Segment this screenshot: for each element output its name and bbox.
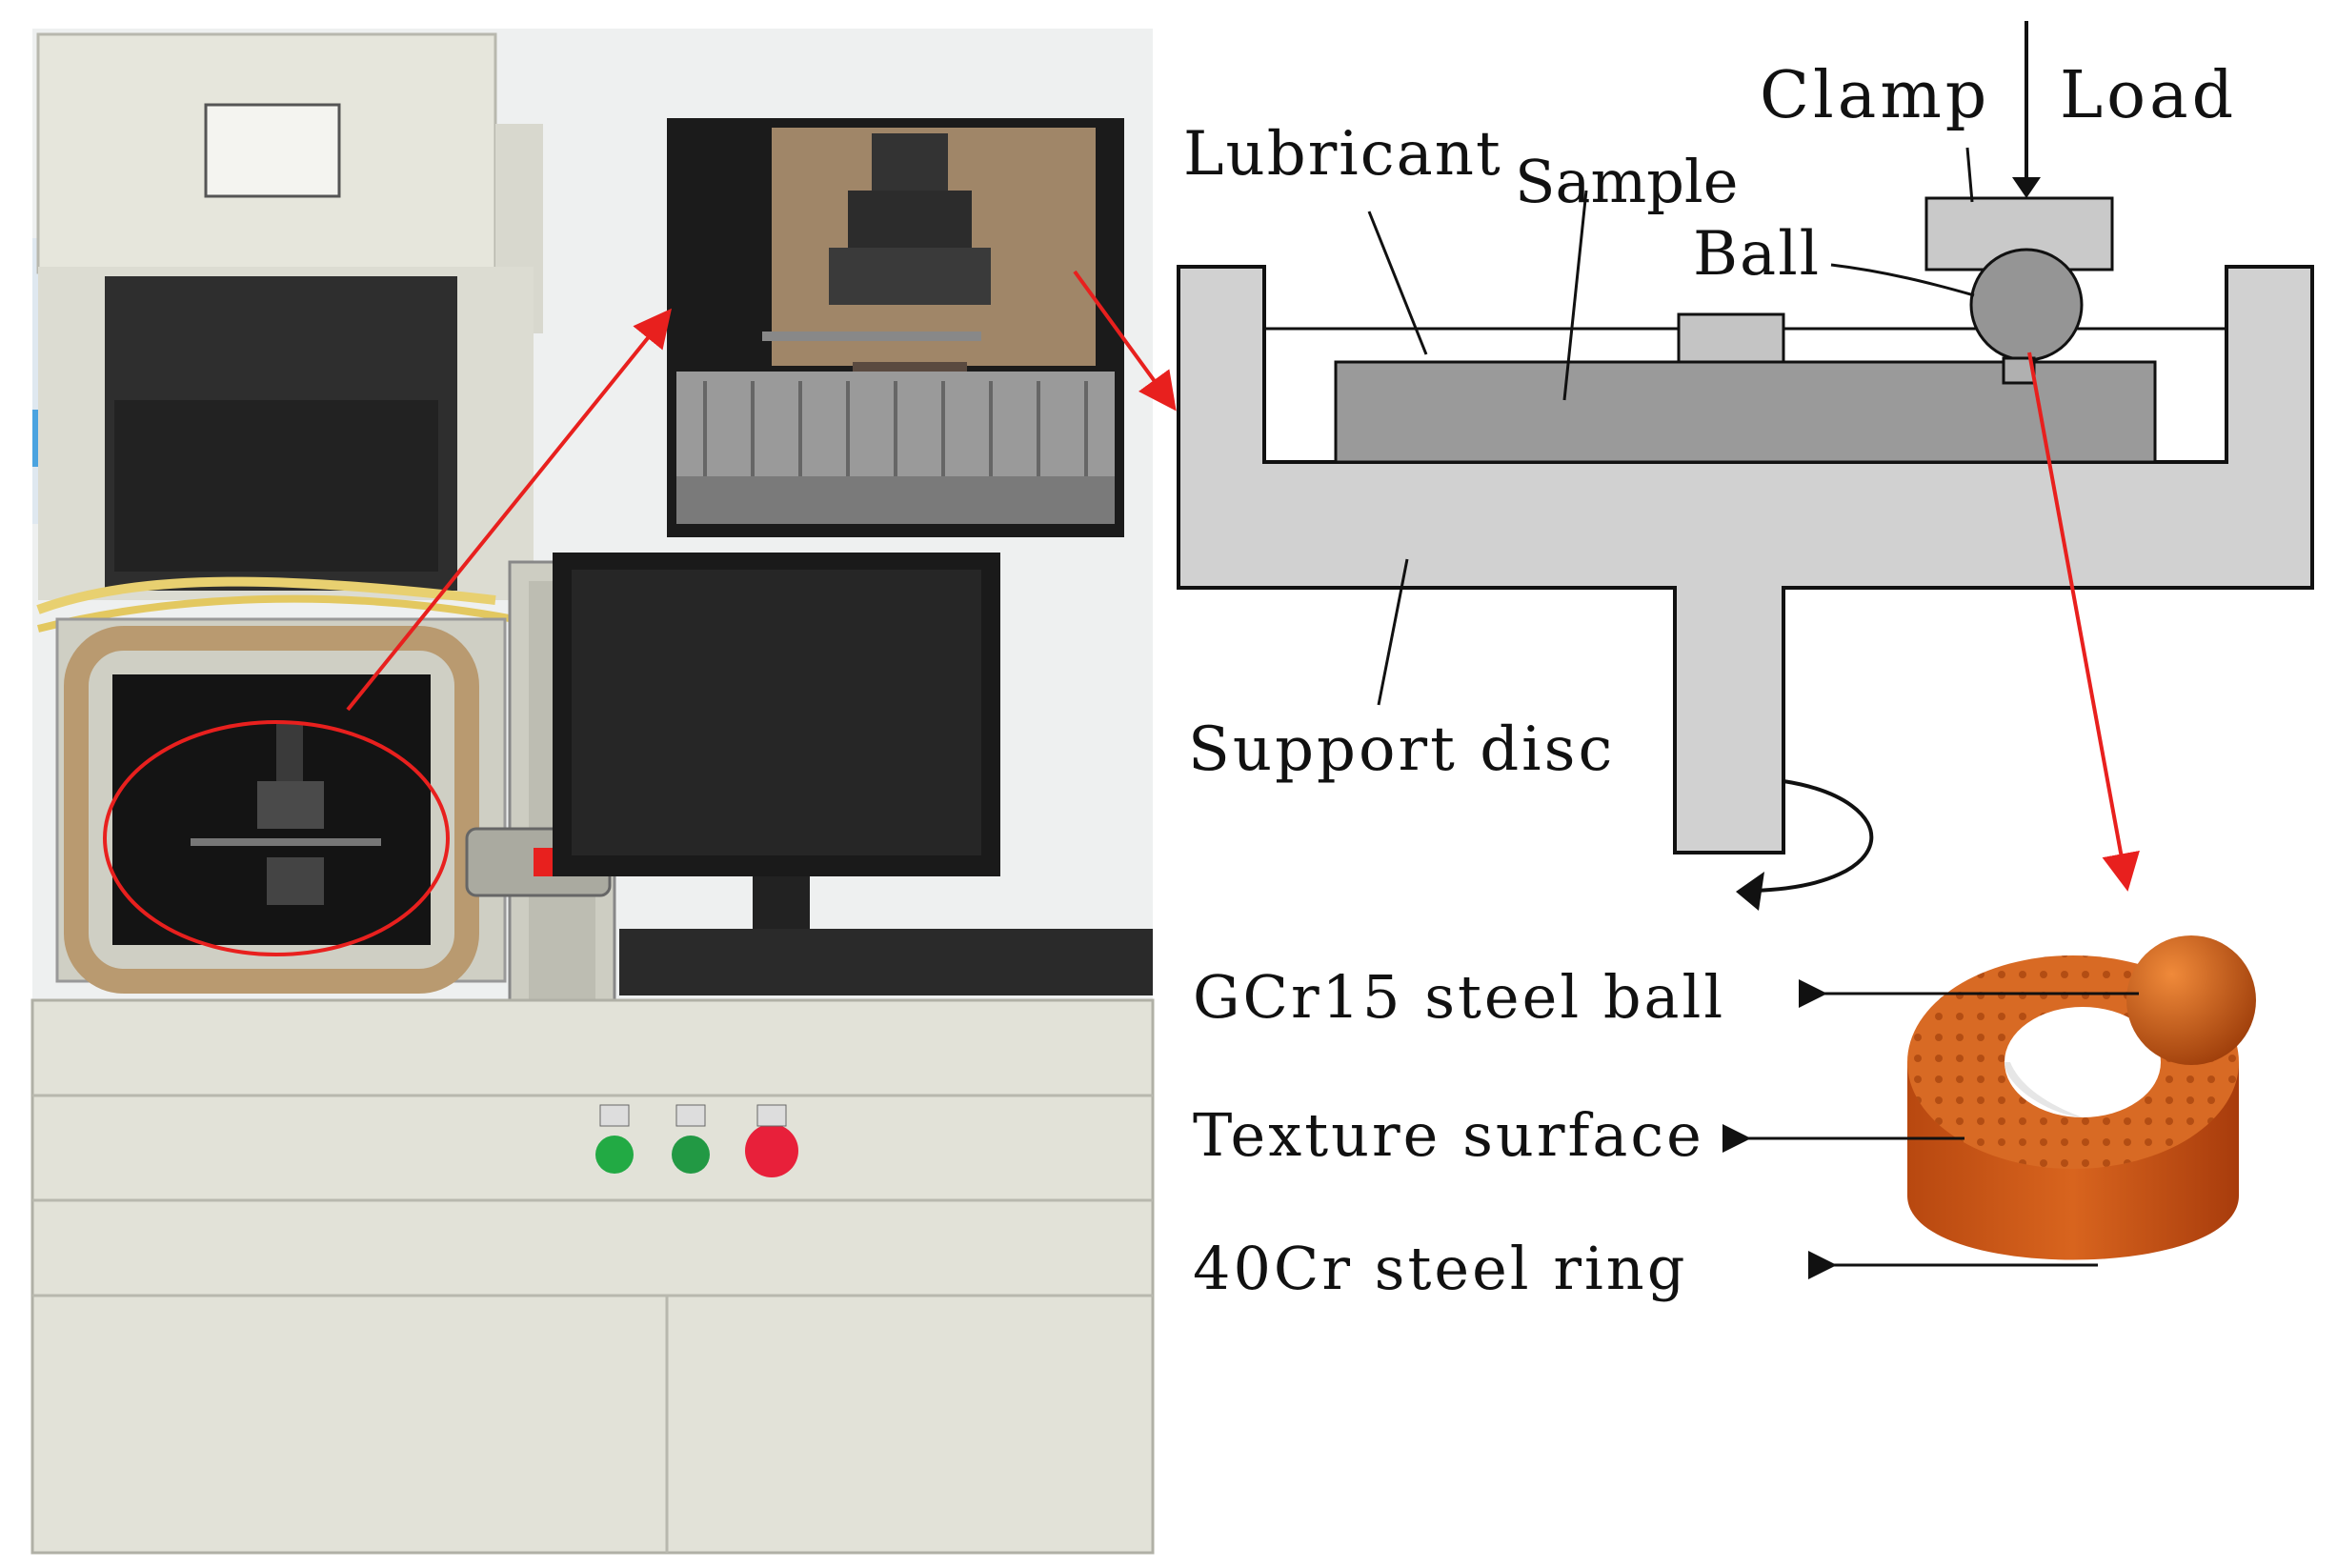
schematic-diagram — [1177, 21, 2314, 911]
rotation-arrow — [1752, 779, 1874, 893]
detail-arrow — [2027, 352, 2140, 892]
green-button-icon — [595, 1136, 634, 1174]
ball-shape — [1969, 248, 2084, 362]
chamber-closeup-photo — [667, 118, 1124, 537]
label-lubricant: Lubricant — [1183, 119, 1502, 190]
zoom-arrow-2 — [1073, 270, 1177, 412]
green-button-icon-2 — [672, 1136, 710, 1174]
textured-ring-render — [1879, 910, 2279, 1315]
rotation-arrow-head-icon — [1736, 872, 1764, 911]
steel-ball-render-icon — [2126, 935, 2256, 1065]
sample-block — [1677, 312, 1785, 364]
label-40cr-steel-ring: 40Cr steel ring — [1193, 1234, 1687, 1303]
label-clamp: Clamp — [1760, 58, 1990, 133]
emergency-stop-icon — [745, 1124, 798, 1177]
label-load: Load — [2060, 58, 2237, 133]
label-support-disc: Support disc — [1188, 714, 1615, 785]
zoom-arrow-1 — [346, 308, 673, 712]
label-texture-surface: Texture surface — [1193, 1100, 1704, 1170]
focus-circle — [103, 720, 450, 956]
label-gcr15-steel-ball: GCr15 steel ball — [1193, 962, 1725, 1032]
load-arrow-icon — [2012, 177, 2041, 198]
nameplate-icon — [204, 103, 341, 198]
label-sample: Sample — [1515, 147, 1738, 216]
support-disc-shape — [1177, 265, 2314, 854]
label-ball: Ball — [1693, 219, 1821, 290]
